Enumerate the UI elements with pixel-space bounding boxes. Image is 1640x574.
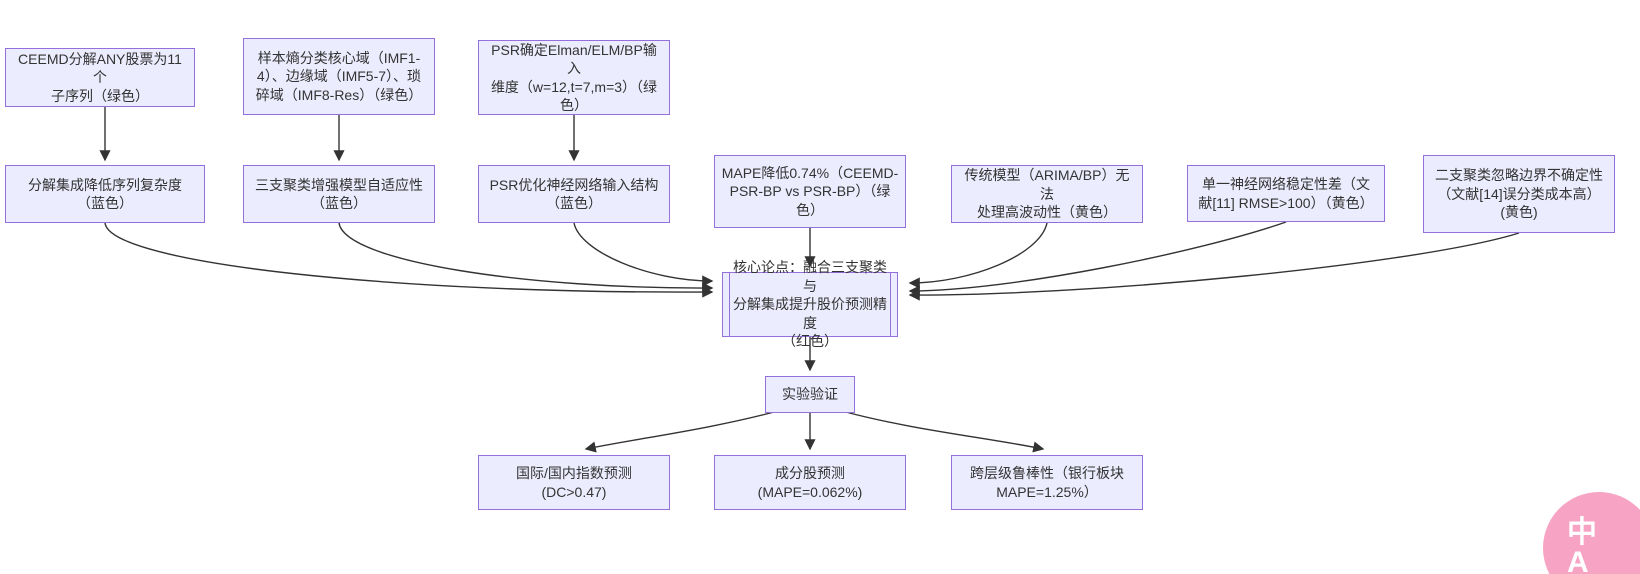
edge-experiment-to-index (584, 410, 779, 453)
translate-float-button[interactable]: 中 A (1543, 492, 1640, 574)
node-stock-prediction: 成分股预测 (MAPE=0.062%) (714, 455, 906, 510)
node-traditional-gap: 传统模型（ARIMA/BP）无法 处理高波动性（黄色） (951, 165, 1143, 223)
edge-traditional-to-core (908, 222, 1048, 289)
node-decomposition-benefit: 分解集成降低序列复杂度 （蓝色） (5, 165, 205, 223)
translate-icon-secondary: A (1567, 546, 1589, 574)
node-threeway-benefit: 三支聚类增强模型自适应性 （蓝色） (243, 165, 435, 223)
node-index-prediction: 国际/国内指数预测 (DC>0.47) (478, 455, 670, 510)
edge-psrbenefit-to-core (573, 222, 714, 287)
node-twoway-gap: 二支聚类忽略边界不确定性 （文献[14]误分类成本高） (黄色) (1423, 155, 1615, 233)
edge-threeway-to-core (338, 222, 714, 294)
node-single-nn-gap: 单一神经网络稳定性差（文 献[11] RMSE>100）（黄色） (1187, 165, 1385, 222)
node-core-thesis: 核心论点：融合三支聚类与 分解集成提升股价预测精度 （红色） (722, 259, 898, 349)
node-mape-evidence: MAPE降低0.74%（CEEMD- PSR-BP vs PSR-BP）（绿 色… (714, 155, 906, 228)
node-psr-dimension: PSR确定Elman/ELM/BP输入 维度（w=12,t=7,m=3）（绿 色… (478, 40, 670, 115)
edge-decomp-to-core (104, 222, 714, 298)
node-experiment-validation: 实验验证 (765, 376, 855, 413)
node-sample-entropy: 样本熵分类核心域（IMF1- 4）、边缘域（IMF5-7）、琐 碎域（IMF8-… (243, 38, 435, 115)
node-psr-benefit: PSR优化神经网络输入结构 （蓝色） (478, 165, 670, 223)
node-ceemd-decompose: CEEMD分解ANY股票为11个 子序列（绿色） (5, 48, 195, 107)
edge-experiment-to-robust (841, 410, 1045, 453)
edge-singlenn-to-core (908, 221, 1287, 297)
edge-twoway-to-core (908, 232, 1520, 301)
node-robustness: 跨层级鲁棒性（银行板块 MAPE=1.25%） (951, 455, 1143, 510)
translate-icon: 中 (1567, 516, 1597, 549)
